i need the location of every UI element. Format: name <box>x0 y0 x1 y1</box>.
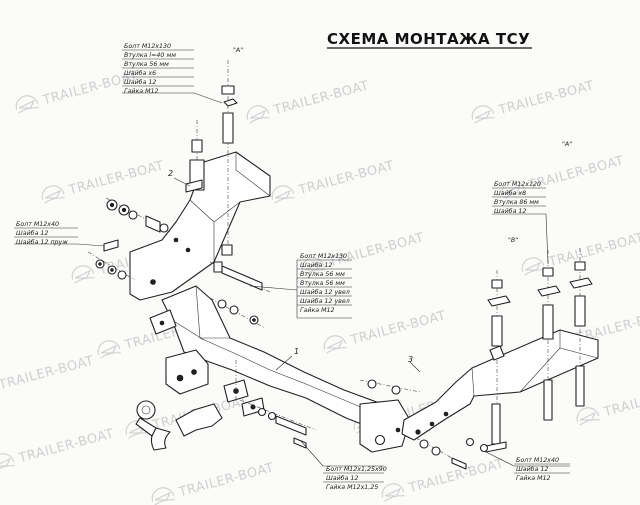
callout-line: Шайба х6 <box>124 69 156 77</box>
right-side-bracket <box>401 329 599 441</box>
watermark-11: TRAILER-BOAT <box>321 308 448 355</box>
sleeve-86mm <box>491 315 503 347</box>
callout-line: Гайка М12х1,25 <box>326 484 378 491</box>
callout-line: Гайка М12 <box>516 475 551 482</box>
callout-center: Болт М12х130 Шайба 12 Втулка 56 мм Втулк… <box>296 253 352 318</box>
watermark-text: TRAILER-BOAT <box>526 153 625 193</box>
watermark-17: TRAILER-BOAT <box>0 426 116 473</box>
diagram-title: СХЕМА МОНТАЖА ТСУ <box>327 30 530 48</box>
callout-line: Болт М12х40 <box>516 457 559 464</box>
part-number-3: 3 <box>408 355 413 364</box>
sleeve-40mm <box>222 112 234 144</box>
bracket-hole <box>185 247 191 253</box>
watermark-text: TRAILER-BOAT <box>326 230 425 270</box>
view-label-a-left: "A" <box>233 47 243 54</box>
callout-top-left: Болт М12х130 Втулка l=40 мм Втулка 56 мм… <box>122 43 194 95</box>
watermark-1: TRAILER-BOAT <box>13 68 140 115</box>
right-bracket-plate <box>401 329 599 441</box>
bottom-center-fasteners <box>239 379 421 449</box>
callout-line: Втулка 56 мм <box>124 61 169 68</box>
view-label-b: "B" <box>508 237 518 244</box>
callout-line: Втулка 86 мм <box>494 199 539 206</box>
callout-line: Болт М12х130 <box>124 43 171 50</box>
callout-line: Шайба 12 увел <box>300 297 350 305</box>
watermark-text: TRAILER-BOAT <box>66 158 165 198</box>
callout-bottom-center: Болт М12х1,25х90 Шайба 12 Гайка М12х1,25 <box>323 466 387 491</box>
bolt-m12x40 <box>103 239 119 252</box>
watermark-text: TRAILER-BOAT <box>348 308 447 348</box>
watermark-4: TRAILER-BOAT <box>39 158 166 205</box>
callout-line: Шайба 12 увел <box>300 288 350 296</box>
watermark-text: TRAILER-BOAT <box>546 230 640 270</box>
center-fasteners <box>209 261 271 329</box>
callout-line: Болт М12х40 <box>16 221 59 228</box>
left-bracket-plate <box>129 151 271 301</box>
view-label-a-right: "A" <box>562 141 572 148</box>
watermark-18: TRAILER-BOAT <box>149 460 276 505</box>
callout-line: Втулка 56 мм <box>300 271 345 278</box>
part-number-1: 1 <box>294 347 299 356</box>
right-bracket-hardware <box>485 248 593 453</box>
watermark-text: TRAILER-BOAT <box>296 158 395 198</box>
callout-line: Шайба 12 <box>326 474 358 482</box>
callout-right-top: Болт М12х120 Шайба х8 Втулка 86 мм Шайба… <box>492 181 546 215</box>
watermark-3: TRAILER-BOAT <box>469 78 596 125</box>
tow-bar-neck <box>175 403 223 437</box>
callout-line: Гайка М12 <box>124 88 159 95</box>
left-bracket-hardware <box>185 60 238 256</box>
tow-ball-assembly <box>135 349 265 451</box>
left-side-bracket <box>129 151 271 301</box>
main-crossbar <box>149 285 411 453</box>
callout-line: Шайба 12 <box>16 229 48 237</box>
callout-bottom-right: Болт М12х40 Шайба 12 Гайка М12 <box>514 457 570 482</box>
leader-lines <box>14 92 570 467</box>
crossbar-end-plate <box>359 399 411 453</box>
bolt-m12x1-25x90 <box>275 415 307 436</box>
watermark-2: TRAILER-BOAT <box>244 78 371 125</box>
watermark-13: TRAILER-BOAT <box>0 353 96 393</box>
watermark-text: TRAILER-BOAT <box>601 380 640 420</box>
bracket-hole <box>150 279 156 285</box>
watermark-19: TRAILER-BOAT <box>379 456 506 503</box>
callout-line: Болт М12х1,25х90 <box>326 466 387 473</box>
watermark-text: TRAILER-BOAT <box>496 78 595 118</box>
callout-line: Шайба 12 пруж <box>16 238 68 246</box>
callout-line: Шайба х8 <box>494 189 526 197</box>
bottom-right-fasteners <box>415 437 489 470</box>
watermark-5: TRAILER-BOAT <box>269 158 396 205</box>
tow-ball <box>136 400 156 420</box>
callout-line: Втулка 56 мм <box>300 280 345 287</box>
callout-line: Шайба 12 <box>124 78 156 86</box>
callout-line: Втулка l=40 мм <box>124 52 176 59</box>
callout-line: Болт М12х120 <box>494 181 541 188</box>
callout-line: Шайба 12 <box>300 261 332 269</box>
part-number-2: 2 <box>168 169 173 178</box>
callout-line: Шайба 12 <box>516 465 548 473</box>
callout-line: Болт М12х130 <box>300 253 347 260</box>
watermark-text: TRAILER-BOAT <box>0 353 96 393</box>
bolt-m12x40-right <box>451 457 467 470</box>
socket-plate <box>165 349 209 395</box>
spacer-block <box>145 215 161 233</box>
watermark-text: TRAILER-BOAT <box>16 426 115 466</box>
callout-left: Болт М12х40 Шайба 12 Шайба 12 пруж <box>14 221 78 246</box>
bracket-hole <box>173 237 179 243</box>
callout-line: Гайка М12 <box>300 307 335 314</box>
watermark-text: TRAILER-BOAT <box>176 460 275 500</box>
callout-line: Шайба 12 <box>494 207 526 215</box>
watermark-text: TRAILER-BOAT <box>271 78 370 118</box>
left-fasteners <box>87 197 171 281</box>
